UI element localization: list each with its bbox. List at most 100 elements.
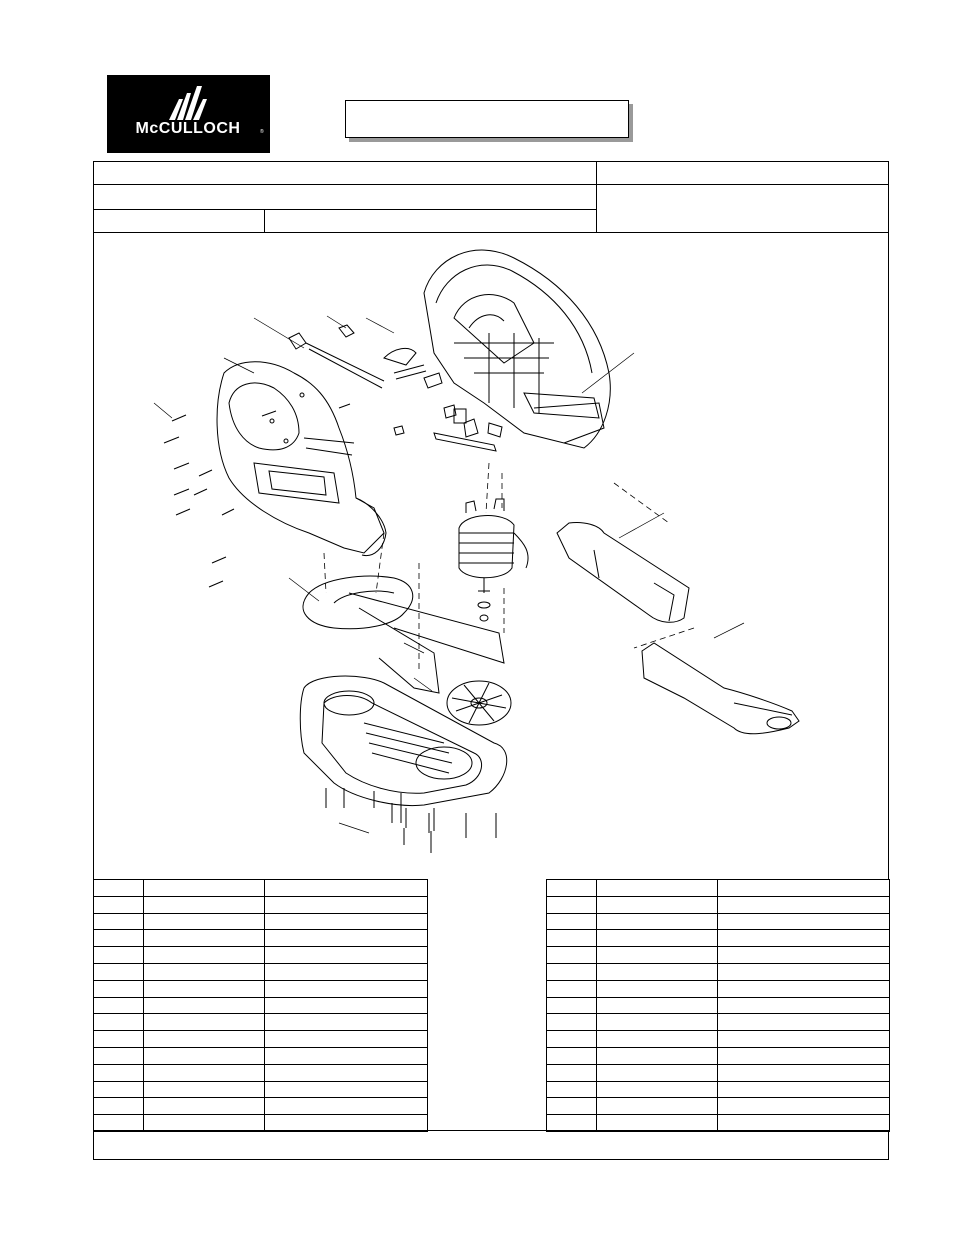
parts-left-cell bbox=[264, 1097, 428, 1116]
parts-right-cell bbox=[596, 1097, 718, 1116]
parts-right-row bbox=[546, 1097, 890, 1116]
parts-left-cell bbox=[93, 979, 144, 998]
parts-left-row bbox=[93, 929, 428, 948]
parts-left-cell bbox=[143, 979, 265, 998]
parts-right-row bbox=[546, 1114, 890, 1132]
parts-left-cell bbox=[93, 1114, 144, 1132]
parts-left-cell bbox=[264, 1046, 428, 1065]
parts-left-cell bbox=[143, 895, 265, 914]
parts-left-cell bbox=[264, 979, 428, 998]
parts-left-cell bbox=[93, 1063, 144, 1082]
parts-left-row bbox=[93, 1030, 428, 1048]
parts-left-row bbox=[93, 1114, 428, 1132]
parts-right-cell bbox=[546, 962, 597, 981]
mcculloch-logo: McCULLOCH ® bbox=[107, 75, 270, 153]
parts-left-cell bbox=[143, 946, 265, 964]
parts-right-row bbox=[546, 879, 890, 897]
parts-right-cell bbox=[596, 929, 718, 948]
parts-right-cell bbox=[546, 1030, 597, 1048]
parts-right-cell bbox=[546, 1080, 597, 1099]
parts-left-cell bbox=[143, 962, 265, 981]
parts-right-cell bbox=[717, 946, 890, 964]
parts-right-cell bbox=[596, 996, 718, 1015]
title-box bbox=[345, 100, 629, 138]
parts-right-cell bbox=[717, 895, 890, 914]
parts-right-row bbox=[546, 996, 890, 1015]
parts-right-cell bbox=[546, 912, 597, 931]
parts-left-row bbox=[93, 1046, 428, 1065]
parts-right-cell bbox=[596, 1063, 718, 1082]
svg-text:McCULLOCH: McCULLOCH bbox=[136, 120, 241, 137]
parts-right-row bbox=[546, 1063, 890, 1082]
parts-right-row bbox=[546, 946, 890, 964]
parts-left-row bbox=[93, 1097, 428, 1116]
parts-right-row bbox=[546, 962, 890, 981]
parts-left-cell bbox=[264, 1030, 428, 1048]
parts-left-cell bbox=[93, 895, 144, 914]
parts-left-row bbox=[93, 996, 428, 1015]
parts-table-right bbox=[546, 879, 890, 1132]
parts-right-row bbox=[546, 912, 890, 931]
footer-box bbox=[93, 1130, 889, 1160]
parts-left-cell bbox=[264, 929, 428, 948]
parts-right-cell bbox=[717, 1046, 890, 1065]
parts-left-cell bbox=[93, 929, 144, 948]
parts-left-cell bbox=[143, 1046, 265, 1065]
parts-right-cell bbox=[546, 1013, 597, 1032]
parts-left-cell bbox=[93, 1046, 144, 1065]
parts-left-cell bbox=[143, 1097, 265, 1116]
parts-left-row bbox=[93, 912, 428, 931]
parts-left-cell bbox=[143, 1030, 265, 1048]
power-cord-parts bbox=[288, 324, 479, 438]
parts-left-cell bbox=[93, 1097, 144, 1116]
parts-left-cell bbox=[264, 912, 428, 931]
parts-left-cell bbox=[264, 1063, 428, 1082]
parts-left-cell bbox=[264, 879, 428, 897]
parts-left-cell bbox=[143, 1080, 265, 1099]
parts-left-cell bbox=[264, 962, 428, 981]
parts-left-cell bbox=[143, 912, 265, 931]
parts-right-cell bbox=[717, 1063, 890, 1082]
base-screws bbox=[325, 788, 497, 853]
base-housing bbox=[299, 675, 508, 807]
parts-right-cell bbox=[717, 1013, 890, 1032]
exploded-parts-diagram bbox=[93, 233, 889, 879]
parts-right-row bbox=[546, 1013, 890, 1032]
parts-right-cell bbox=[596, 1046, 718, 1065]
parts-right-cell bbox=[717, 996, 890, 1015]
parts-left-cell bbox=[93, 946, 144, 964]
parts-left-cell bbox=[143, 1063, 265, 1082]
parts-right-cell bbox=[546, 895, 597, 914]
parts-left-row bbox=[93, 895, 428, 914]
parts-left-row bbox=[93, 962, 428, 981]
parts-right-cell bbox=[596, 946, 718, 964]
parts-right-row bbox=[546, 1046, 890, 1065]
fan-impeller bbox=[446, 680, 512, 726]
housing-screws bbox=[163, 403, 351, 588]
parts-right-row bbox=[546, 895, 890, 914]
parts-right-cell bbox=[717, 1080, 890, 1099]
parts-left-cell bbox=[143, 996, 265, 1015]
parts-right-cell bbox=[596, 979, 718, 998]
parts-left-cell bbox=[93, 1013, 144, 1032]
parts-right-cell bbox=[546, 1097, 597, 1116]
parts-right-cell bbox=[546, 929, 597, 948]
parts-left-row bbox=[93, 946, 428, 964]
parts-right-row bbox=[546, 1080, 890, 1099]
parts-left-row bbox=[93, 979, 428, 998]
parts-left-row bbox=[93, 1080, 428, 1099]
parts-left-cell bbox=[93, 962, 144, 981]
parts-right-cell bbox=[596, 1013, 718, 1032]
parts-left-cell bbox=[264, 996, 428, 1015]
parts-left-cell bbox=[93, 879, 144, 897]
leader-lines bbox=[153, 315, 745, 834]
switch-and-brushes bbox=[393, 408, 503, 452]
parts-left-cell bbox=[143, 929, 265, 948]
parts-right-cell bbox=[717, 1114, 890, 1132]
parts-left-row bbox=[93, 1063, 428, 1082]
parts-right-cell bbox=[717, 979, 890, 998]
parts-right-cell bbox=[717, 879, 890, 897]
parts-right-cell bbox=[717, 1097, 890, 1116]
housing-left-half bbox=[216, 361, 387, 557]
blower-tube bbox=[556, 522, 690, 623]
